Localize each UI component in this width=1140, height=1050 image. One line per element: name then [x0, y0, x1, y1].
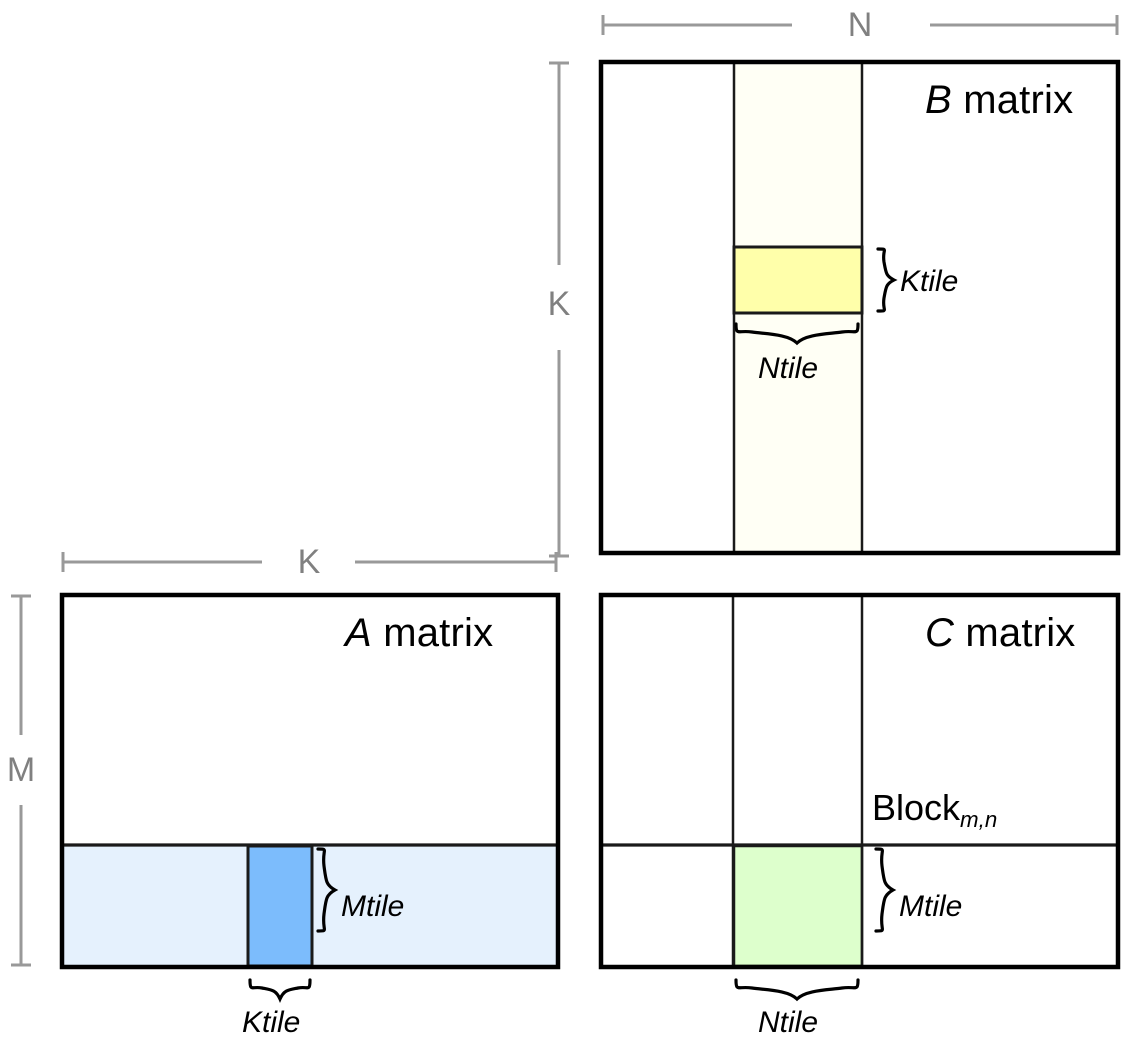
brace-b-ktile	[876, 247, 898, 313]
c-matrix-group	[598, 592, 1121, 970]
a-ktile-label: Ktile	[242, 1006, 301, 1039]
a-matrix-outline	[59, 592, 561, 970]
a-matrix-title-variable: A	[345, 611, 372, 655]
a-mtile-label: Mtile	[341, 890, 405, 923]
brace-b-ntile	[734, 322, 860, 346]
a-matrix-title-word: matrix	[371, 611, 494, 655]
a-matrix-title: A matrix	[345, 611, 493, 656]
c-ntile-label: Ntile	[758, 1006, 819, 1039]
c-mtile-label: Mtile	[899, 890, 963, 923]
a-matrix-ktile-tile	[246, 844, 314, 968]
c-matrix-block-subscript: m,n	[960, 806, 998, 832]
b-matrix-outline	[598, 59, 1121, 556]
dimension-label-k-horizontal: K	[297, 543, 321, 581]
c-matrix-block-word: Block	[872, 787, 961, 828]
c-matrix-outline	[598, 592, 1121, 970]
b-matrix-ktile-tile	[732, 245, 864, 315]
c-matrix-block-label: Blockm,n	[872, 787, 998, 832]
c-matrix-title-word: matrix	[954, 611, 1076, 655]
c-matrix-title: C matrix	[925, 611, 1076, 656]
dimension-line-k-vertical	[549, 61, 569, 558]
dimension-line-k-horizontal	[61, 552, 558, 572]
b-ntile-label: Ntile	[758, 352, 819, 385]
a-matrix-group	[59, 592, 561, 970]
b-ktile-label: Ktile	[900, 265, 959, 298]
dimension-label-n: N	[847, 6, 873, 44]
b-matrix-title: B matrix	[925, 78, 1073, 123]
b-matrix-title-variable: B	[925, 78, 952, 122]
brace-a-mtile	[316, 847, 339, 933]
brace-c-mtile	[874, 847, 897, 933]
b-matrix-title-word: matrix	[951, 78, 1074, 122]
c-matrix-block-tile	[732, 844, 864, 968]
dimension-line-n	[601, 15, 1119, 35]
dimension-label-m: M	[6, 751, 36, 789]
dimension-label-k-vertical: K	[547, 285, 571, 323]
dimension-line-m	[11, 594, 31, 967]
b-matrix-group	[598, 59, 1121, 556]
brace-c-ntile	[734, 978, 860, 1002]
c-matrix-title-variable: C	[925, 611, 955, 655]
brace-a-ktile	[248, 978, 312, 1003]
